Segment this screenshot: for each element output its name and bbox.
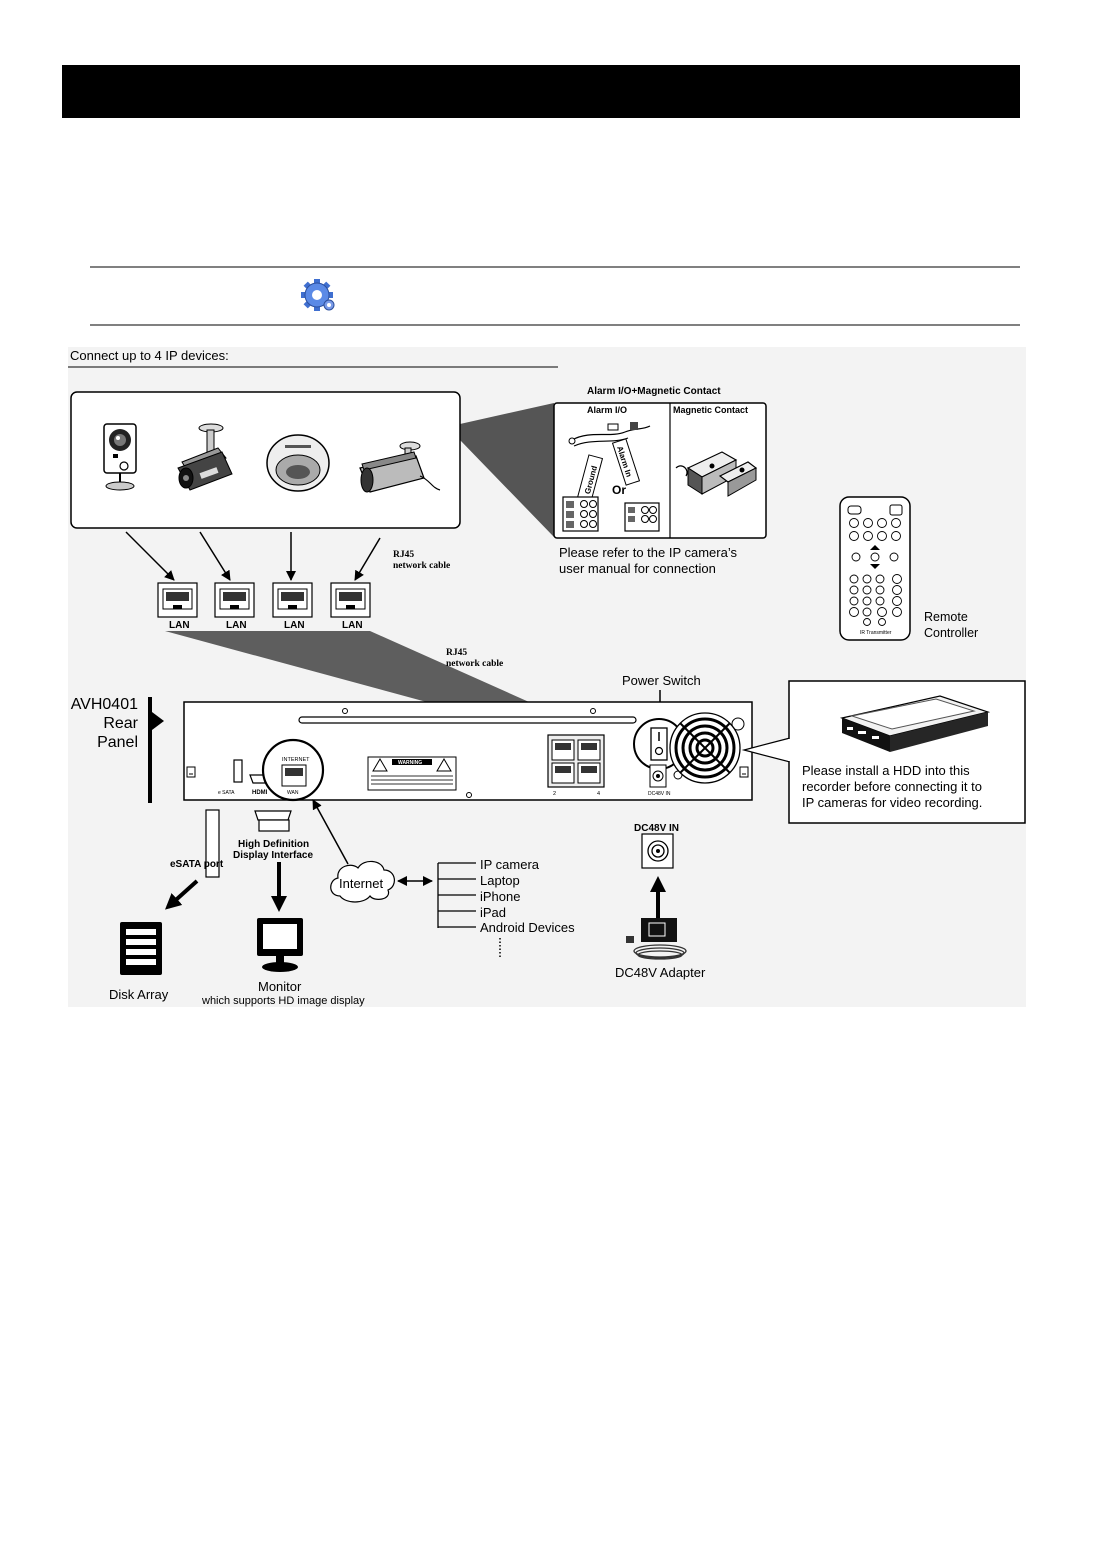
panel-wan-label: WAN [287,790,299,796]
alarm-title: Alarm I/O+Magnetic Contact [587,386,721,397]
hdmi-cable [254,810,292,832]
cable-label-mid-line-2: network cable [446,659,503,669]
panel-port-number-4: 4 [597,791,600,797]
cube-camera-icon [103,423,137,491]
device-ip-camera: IP camera [480,857,540,872]
panel-internet-label: INTERNET [282,757,310,763]
hdd-note-line-1: Please install a HDD into this [802,763,970,778]
device-laptop: Laptop [480,873,520,888]
ceiling-camera-icon [177,423,233,491]
or-label: Or [612,483,626,497]
ground-tag: Ground [576,454,604,502]
esata-arrow [165,879,199,910]
lan-label-3: LAN [284,620,305,631]
warning-label: WARNING [367,756,457,791]
panel-port-number-2: 2 [553,791,556,797]
hdmi-interface-line-1: High Definition [238,839,309,850]
remote-label-line-1: Remote [924,610,968,624]
magnetic-contact-label: Magnetic Contact [673,405,748,415]
fan-icon [669,712,741,784]
monitor-note: which supports HD image display [201,995,365,1007]
internet-to-panel-arrow [312,799,349,865]
model-bracket [148,697,152,803]
lan-port-3 [272,582,313,618]
esata-cable [205,809,220,878]
dc-in-label: DC48V IN [634,823,679,834]
dc-connector-icon [641,833,674,869]
hdd-note-line-3: IP cameras for video recording. [802,795,982,810]
esata-port-label: eSATA port [170,859,224,870]
warning-triangle-icon [372,758,388,772]
terminal-block-alt-icon [624,502,660,532]
model-rear: Rear [103,715,138,732]
device-android: Android Devices [480,920,575,935]
camera-1-arrow [125,531,175,581]
dc-jack [649,764,667,788]
warning-label-text: WARNING [398,760,422,766]
alarm-io-label: Alarm I/O [587,405,627,415]
panel-screw [731,717,745,731]
camera-to-alarm-wedge [460,403,554,537]
dome-camera-icon [266,434,330,492]
panel-screw [466,792,472,798]
power-switch-label: Power Switch [622,673,701,688]
diagram-heading: Connect up to 4 IP devices: [70,348,229,363]
panel-dc-in-label: DC48V IN [648,791,671,797]
monitor-icon [257,918,303,972]
panel-screw [590,708,596,714]
device-list-bracket [437,862,476,928]
lan-label-4: LAN [342,620,363,631]
wan-port-pins [285,768,303,776]
model-pointer-icon [152,712,164,730]
cable-label-top-line-1: RJ45 [393,550,414,560]
disk-array-icon [120,922,162,975]
internet-label: Internet [339,876,383,891]
rear-panel: e SATA HDMI INTERNET WAN WARNING 2 4 [183,701,753,802]
adapter-label: DC48V Adapter [615,965,706,980]
lan-port-4 [330,582,371,618]
magnetic-contact-icon [675,451,758,497]
adapter-icon [626,918,687,960]
device-iphone: iPhone [480,889,520,904]
cable-label-top-line-2: network cable [393,561,450,571]
lan-port-1 [157,582,198,618]
disk-array-label: Disk Array [109,987,169,1002]
hdd-icon [839,695,991,752]
ground-icon [739,766,749,778]
cable-label-mid-line-1: RJ45 [446,648,467,658]
camera-note-line-1: Please refer to the IP camera’s [559,545,738,560]
lan-port-2 [214,582,255,618]
ground-icon [186,766,196,778]
esata-slot [233,759,243,783]
panel-screw [342,708,348,714]
lan-label-1: LAN [169,620,190,631]
model-panel: Panel [97,734,138,751]
model-name: AVH0401 [71,696,138,713]
camera-box [70,391,461,529]
warning-triangle-icon [436,758,452,772]
camera-2-arrow [199,531,231,581]
lan-label-2: LAN [226,620,247,631]
remote-ir-label: IR Transmitter [860,630,892,636]
camera-note-line-2: user manual for connection [559,561,716,576]
internet-cloud-icon [330,860,395,903]
remote-controller-icon: IR Transmitter [839,496,911,641]
remote-label-line-2: Controller [924,626,978,640]
panel-lan-ports [547,734,605,788]
hdd-note-line-2: recorder before connecting it to [802,779,982,794]
panel-esata-label: e SATA [218,790,235,796]
terminal-block-icon [562,496,599,532]
panel-hdmi-label: HDMI [252,790,268,796]
gear-icon [301,279,335,311]
panel-vent-slot [298,716,637,724]
header-bar [62,65,1020,118]
hdmi-interface-line-2: Display Interface [233,850,313,861]
device-ipad: iPad [480,905,506,920]
monitor-label: Monitor [258,979,302,994]
alarm-box [553,402,767,539]
camera-4-arrow [354,537,381,581]
bullet-camera-icon [359,441,441,493]
